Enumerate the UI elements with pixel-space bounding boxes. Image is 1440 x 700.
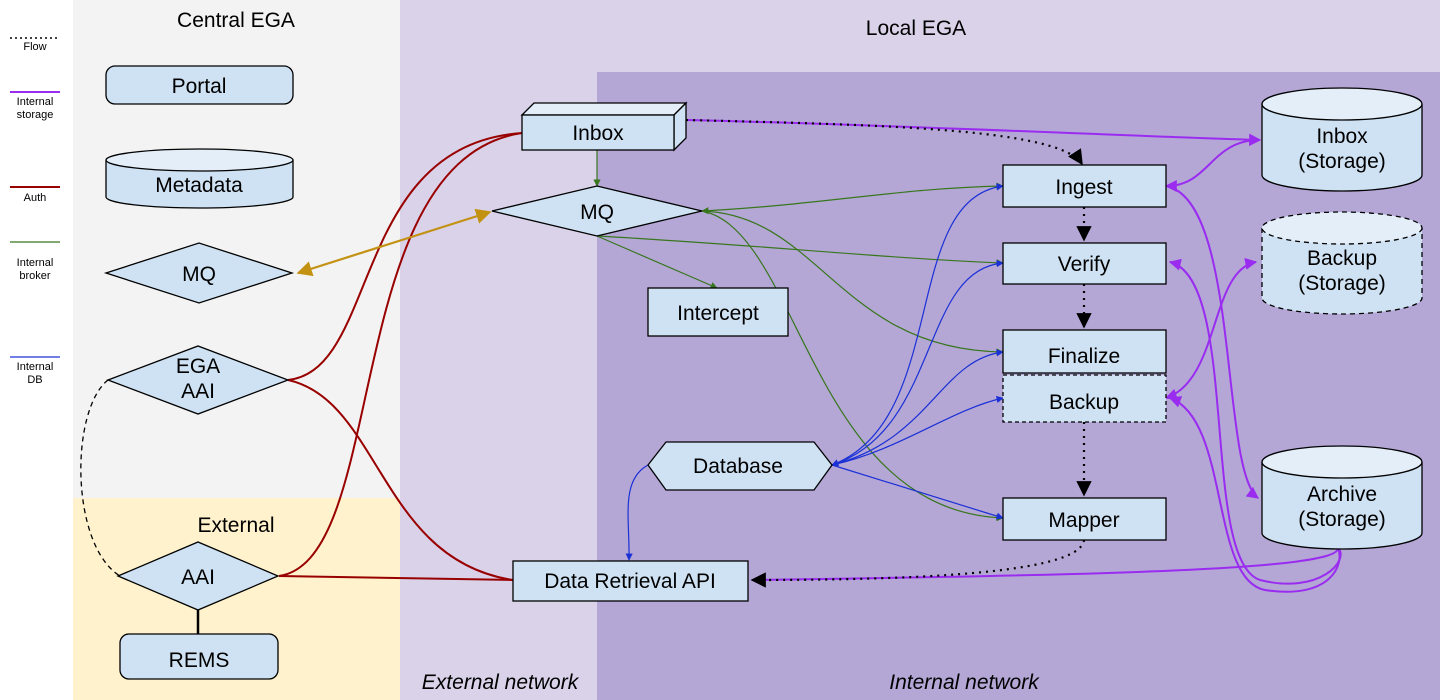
db-edge-database-retrieval xyxy=(625,464,649,561)
portal-node: Portal xyxy=(105,65,294,105)
intercept-node: Intercept xyxy=(647,287,789,337)
finalize-label: Finalize xyxy=(1048,345,1120,368)
local-mq-node: MQ xyxy=(491,185,703,237)
dashed-edge-ega-aai-aai xyxy=(80,379,121,577)
data-retrieval-api-label: Data Retrieval API xyxy=(544,570,716,593)
rems-label: REMS xyxy=(169,649,230,672)
storage-edge-backup-archive xyxy=(1168,396,1341,593)
backup-label: Backup xyxy=(1049,391,1119,414)
connections xyxy=(80,118,1342,634)
inbox-storage-label: Inbox(Storage) xyxy=(1298,125,1386,173)
inbox-storage-node: Inbox(Storage) xyxy=(1261,87,1423,192)
finalize-node: Finalize xyxy=(1002,329,1167,374)
db-edge-database-finalize xyxy=(831,349,1004,466)
broker-edge-mq-intercept xyxy=(596,235,718,289)
portal-label: Portal xyxy=(172,75,227,98)
local-ega-label: Local EGA xyxy=(866,17,966,40)
archive-storage-node: Archive(Storage) xyxy=(1261,445,1423,550)
intercept-label: Intercept xyxy=(677,302,759,325)
auth-edge-aai-inbox xyxy=(278,132,523,577)
database-node: Database xyxy=(647,441,833,491)
local-mq-label: MQ xyxy=(580,201,614,224)
db-edge-database-backup xyxy=(831,395,1004,466)
metadata-node: Metadata xyxy=(105,148,294,209)
backup-node: Backup xyxy=(1002,374,1167,423)
ingest-node: Ingest xyxy=(1002,164,1167,208)
flow-edge-mapper-retrieval xyxy=(750,539,1086,588)
aai-label: AAI xyxy=(181,566,215,589)
storage-edge-ingest-inbox-storage xyxy=(1164,134,1262,192)
inbox-label: Inbox xyxy=(572,122,624,145)
inbox-node: Inbox xyxy=(520,101,688,152)
auth-edge-aai-retrieval xyxy=(278,575,514,581)
backup-storage-label: Backup(Storage) xyxy=(1298,247,1386,295)
verify-label: Verify xyxy=(1058,253,1111,276)
external-label: External xyxy=(197,514,274,537)
db-edge-database-verify xyxy=(831,259,1004,466)
mapper-node: Mapper xyxy=(1002,497,1167,541)
federation-edge-mq-mq xyxy=(296,208,492,277)
internal-network-label: Internal network xyxy=(889,671,1040,694)
db-edge-database-mapper xyxy=(831,464,1004,520)
archive-storage-label: Archive(Storage) xyxy=(1298,483,1386,531)
legend-auth-label: Auth xyxy=(24,192,47,204)
central-mq-label: MQ xyxy=(182,263,216,286)
auth-edge-ega-aai-retrieval xyxy=(287,379,514,581)
storage-edge-archive-retrieval xyxy=(750,547,1340,586)
database-label: Database xyxy=(693,455,783,478)
db-edge-database-ingest xyxy=(831,183,1004,467)
aai-node: AAI xyxy=(116,541,280,611)
central-mq-node: MQ xyxy=(103,242,295,304)
storage-edge-backup-backup-storage xyxy=(1164,257,1258,401)
mapper-label: Mapper xyxy=(1048,509,1119,532)
data-retrieval-api-node: Data Retrieval API xyxy=(512,560,749,602)
legend-flow-label: Flow xyxy=(23,41,46,53)
broker-edge-mq-mapper xyxy=(701,210,1004,522)
central-ega-label: Central EGA xyxy=(177,9,295,32)
backup-storage-node: Backup(Storage) xyxy=(1261,211,1423,315)
rems-node: REMS xyxy=(119,633,279,680)
metadata-label: Metadata xyxy=(155,174,243,197)
external-network-label: External network xyxy=(422,671,580,694)
ingest-label: Ingest xyxy=(1055,176,1112,199)
verify-node: Verify xyxy=(1002,242,1167,285)
